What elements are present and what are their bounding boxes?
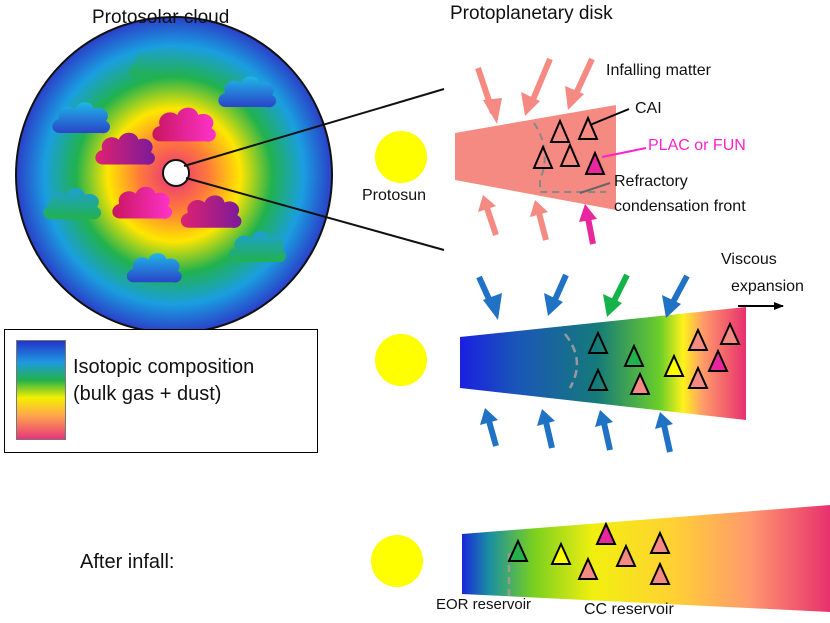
infall-arrow (601, 422, 613, 451)
legend-line1: Isotopic composition (73, 356, 255, 378)
viscous-label-line2: expansion (731, 278, 804, 295)
eor-reservoir-label: EOR reservoir (436, 596, 532, 613)
infall-arrow-green (603, 294, 622, 317)
disk-early (455, 105, 616, 210)
cai-triangle (532, 144, 554, 169)
after-infall-label: After infall: (80, 551, 175, 573)
cai-triangle-green (507, 538, 529, 562)
infall-arrow (480, 408, 498, 425)
cai-triangle-pink (649, 530, 671, 554)
cai-triangle-green (623, 343, 645, 367)
cai-triangle-magenta (595, 521, 617, 545)
cai-triangle-pink (629, 371, 651, 395)
plac-fun-label: PLAC or FUN (648, 137, 746, 154)
plac-fun-triangle (584, 150, 606, 175)
viscous-label-line1: Viscous (721, 251, 777, 268)
cc-reservoir-label: CC reservoir (584, 601, 674, 618)
cai-triangle (549, 118, 571, 143)
cai-leader (589, 108, 630, 126)
cai-label: CAI (635, 100, 662, 117)
protosun (375, 334, 427, 386)
disk-mid (460, 307, 746, 420)
plac-leader (601, 147, 647, 158)
cai-triangle-yellow (663, 353, 685, 377)
infall-arrows-blue (476, 273, 690, 453)
infall-arrow (595, 410, 613, 427)
protoplanetary-disk-title: Protoplanetary disk (450, 3, 613, 24)
condensation-front (533, 122, 606, 193)
infalling-matter-label: Infalling matter (606, 62, 711, 79)
cai-group-late (507, 521, 671, 585)
zoom-line (183, 88, 445, 167)
disk-late (462, 505, 830, 612)
infall-arrow-magenta (585, 217, 596, 245)
infall-arrow (521, 92, 540, 116)
protosun-label: Protosun (362, 187, 427, 204)
cai-triangle (559, 142, 581, 167)
cai-triangle (587, 367, 609, 391)
infall-arrow-green (610, 273, 630, 305)
cai-group-mid (587, 321, 741, 395)
cai-triangle-pink (577, 556, 599, 580)
infall-arrow (529, 57, 553, 104)
front-label-line1: Refractory (614, 173, 688, 190)
cai-triangle-pink (615, 543, 637, 567)
infall-arrow (536, 212, 549, 241)
infall-arrow (486, 420, 499, 447)
isotopic-color-scale (16, 340, 66, 440)
infall-arrow (530, 200, 548, 217)
legend: Isotopic composition (bulk gas + dust) (4, 329, 318, 453)
cai-triangle (587, 330, 609, 354)
legend-line2: (bulk gas + dust) (73, 383, 222, 405)
condensation-front (564, 333, 579, 389)
legend-text: Isotopic composition (bulk gas + dust) (73, 354, 254, 408)
cai-triangle-magenta (707, 348, 729, 372)
infall-arrow (565, 86, 584, 110)
infall-arrow (484, 207, 499, 236)
zoom-line (185, 177, 445, 251)
cai-triangle-pink (719, 321, 741, 345)
infall-arrow (551, 273, 569, 304)
front-label-line2: condensation front (614, 198, 746, 215)
infall-arrow (662, 295, 681, 318)
infall-arrow-magenta (579, 204, 597, 222)
infall-arrow (669, 274, 690, 306)
cai-triangle-pink (687, 327, 709, 351)
infall-arrow (661, 424, 673, 453)
protosun (371, 535, 423, 587)
cloud-center (162, 159, 190, 187)
cai-triangle-pink (649, 561, 671, 585)
infall-arrow (537, 409, 555, 426)
infall-arrow (544, 293, 563, 316)
infall-arrow (655, 412, 673, 429)
cai-triangle-pink (687, 365, 709, 389)
infall-arrows-pink (475, 57, 597, 245)
cai-group-early (532, 115, 606, 175)
infall-arrow (483, 98, 502, 124)
infall-arrow (483, 293, 502, 320)
protosolar-cloud-title: Protosolar cloud (92, 7, 230, 28)
cai-triangle (577, 115, 599, 140)
infall-arrow (478, 195, 496, 212)
infall-arrow (543, 421, 555, 449)
protosun (375, 131, 427, 183)
front-leader (579, 182, 611, 194)
infall-arrow (572, 57, 595, 98)
cai-triangle-yellow (550, 541, 572, 565)
